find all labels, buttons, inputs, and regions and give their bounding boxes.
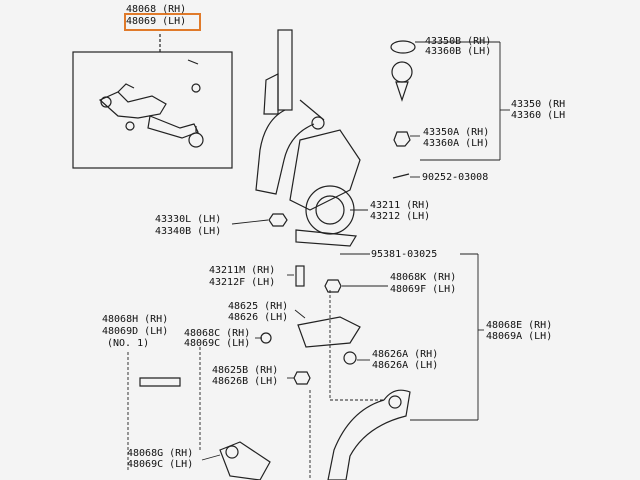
label-43211m-rh: 43211M (RH) [209, 265, 276, 276]
nut-48625b [293, 371, 311, 385]
highlight-box [124, 13, 201, 31]
steering-knuckle-illustration [255, 29, 361, 247]
label-48069a-lh: 48069A (LH) [486, 331, 553, 342]
nut-48068c [260, 332, 272, 344]
inset-upper-arm-illustration [98, 59, 204, 148]
label-48626a-lh: 48626A (LH) [372, 360, 439, 371]
label-48625-rh: 48625 (RH) [228, 301, 289, 312]
label-95381-03025: 95381-03025 [371, 249, 438, 260]
label-43360b-lh: 43360B (LH) [425, 46, 492, 57]
label-43350a-rh: 43350A (RH) [423, 127, 490, 138]
label-48069c-lh-upper: 48069C (LH) [184, 338, 251, 349]
label-48625b-rh: 48625B (RH) [212, 365, 279, 376]
label-43360-lh: 43360 (LH [511, 110, 566, 121]
nut-48068k [324, 279, 342, 293]
ball-joint-illustration [390, 40, 416, 179]
label-48626-lh: 48626 (LH) [228, 312, 289, 323]
bolt-43211m [295, 265, 305, 287]
label-48069-lh[interactable]: 48069 (LH) [126, 16, 187, 27]
label-48068h-rh: 48068H (RH) [102, 314, 169, 325]
inset-box [72, 51, 233, 169]
bolt-48626a [343, 351, 357, 365]
label-43350b-rh: 43350B (RH) [425, 36, 492, 47]
label-43340b-lh: 43340B (LH) [155, 226, 222, 237]
label-43212f-lh: 43212F (LH) [209, 277, 276, 288]
bolt-48068h [139, 377, 181, 387]
label-43360a-lh: 43360A (LH) [423, 138, 490, 149]
label-no1: (NO. 1) [107, 338, 150, 349]
label-48068k-rh: 48068K (RH) [390, 272, 457, 283]
bracket-48625 [297, 316, 361, 348]
label-48068g-rh: 48068G (RH) [127, 448, 194, 459]
label-48069d-lh: 48069D (LH) [102, 326, 169, 337]
label-43211-rh: 43211 (RH) [370, 200, 431, 211]
label-48626a-rh: 48626A (RH) [372, 349, 439, 360]
label-48069c-lh-lower: 48069C (LH) [127, 459, 194, 470]
label-90252-03008: 90252-03008 [422, 172, 489, 183]
label-48069f-lh: 48069F (LH) [390, 284, 457, 295]
label-43350-rh: 43350 (RH [511, 99, 566, 110]
label-48626b-lh: 48626B (LH) [212, 376, 279, 387]
nut-43330l [268, 213, 288, 227]
label-43212-lh: 43212 (LH) [370, 211, 431, 222]
label-48068e-rh: 48068E (RH) [486, 320, 553, 331]
lower-arm-illustration [219, 389, 411, 480]
label-48068c-rh: 48068C (RH) [184, 328, 251, 339]
label-48068-rh: 48068 (RH) [126, 4, 187, 15]
label-43330l-lh: 43330L (LH) [155, 214, 222, 225]
leader-lines [127, 41, 510, 480]
